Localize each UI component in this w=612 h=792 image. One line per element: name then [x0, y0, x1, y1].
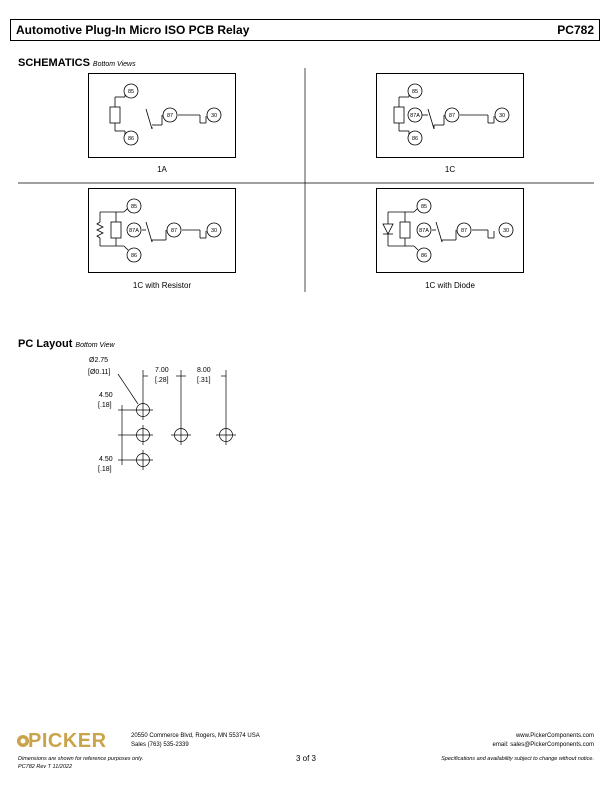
schematic-1a: 85 87 30 86	[88, 73, 236, 158]
spec-notice: Specifications and availability subject …	[441, 756, 594, 762]
pin-86: 86	[131, 253, 137, 259]
pin-85: 85	[412, 89, 418, 95]
pin-87: 87	[461, 228, 467, 234]
pitch-h2-mm: 8.00	[197, 367, 211, 374]
schematic-1c-diode-label: 1C with Diode	[425, 281, 475, 290]
pitch-v1-in: [.18]	[98, 402, 112, 409]
pin-85: 85	[421, 204, 427, 210]
pc-layout-title: PC Layout	[18, 338, 73, 350]
schematic-1a-label: 1A	[157, 165, 167, 174]
part-number: PC782	[557, 23, 594, 37]
hole-diameter-mm: Ø2.75	[89, 357, 109, 364]
pin-30: 30	[503, 228, 509, 234]
pitch-v2-mm: 4.50	[99, 456, 113, 463]
schematic-1c-label: 1C	[444, 165, 456, 174]
revision-info: PC782 Rev T 11/2022	[18, 764, 73, 770]
header-bar: Automotive Plug-In Micro ISO PCB Relay P…	[10, 19, 600, 41]
schematic-1c-diode: 85 87A 87 30 86	[376, 188, 524, 273]
page-number: 3 of 3	[295, 754, 316, 763]
schematic-1c-resistor-label: 1C with Resistor	[132, 281, 192, 290]
document-title: Automotive Plug-In Micro ISO PCB Relay	[16, 23, 250, 37]
pin-30: 30	[211, 113, 217, 119]
pin-87a: 87A	[129, 228, 139, 234]
website-link[interactable]: www.PickerComponents.com	[515, 733, 594, 739]
picker-logo-mark	[17, 735, 29, 747]
pin-85: 85	[131, 204, 137, 210]
company-address: 20550 Commerce Blvd, Rogers, MN 55374 US…	[131, 733, 260, 739]
picker-logo: PICKER	[28, 730, 107, 752]
pin-87: 87	[449, 113, 455, 119]
pitch-h2-in: [.31]	[197, 377, 211, 384]
pc-layout-drawing	[117, 370, 236, 470]
dimensions-disclaimer: Dimensions are shown for reference purpo…	[18, 756, 144, 762]
pin-87: 87	[167, 113, 173, 119]
pin-30: 30	[211, 228, 217, 234]
schematics-title: SCHEMATICS	[18, 57, 90, 69]
pitch-h1-in: [.28]	[155, 377, 169, 384]
sales-phone: Sales (763) 535-2339	[131, 742, 189, 748]
pin-86: 86	[128, 136, 134, 142]
pin-86: 86	[421, 253, 427, 259]
schematics-subtitle: Bottom Views	[92, 61, 136, 68]
schematic-1c-resistor: 85 87A 87 30 86	[88, 188, 236, 273]
hole-diameter-in: [Ø0.11]	[88, 369, 111, 376]
pin-87: 87	[171, 228, 177, 234]
pin-30: 30	[499, 113, 505, 119]
pin-87a: 87A	[419, 228, 429, 234]
schematic-1c: 85 87A 87 30 86	[376, 73, 524, 158]
pin-86: 86	[412, 136, 418, 142]
email-link[interactable]: email: sales@PickerComponents.com	[492, 742, 594, 748]
pitch-v2-in: [.18]	[98, 466, 112, 473]
pin-87a: 87A	[410, 113, 420, 119]
pitch-v1-mm: 4.50	[99, 392, 113, 399]
pitch-h1-mm: 7.00	[155, 367, 169, 374]
pin-85: 85	[128, 89, 134, 95]
pc-layout-subtitle: Bottom View	[75, 342, 115, 349]
